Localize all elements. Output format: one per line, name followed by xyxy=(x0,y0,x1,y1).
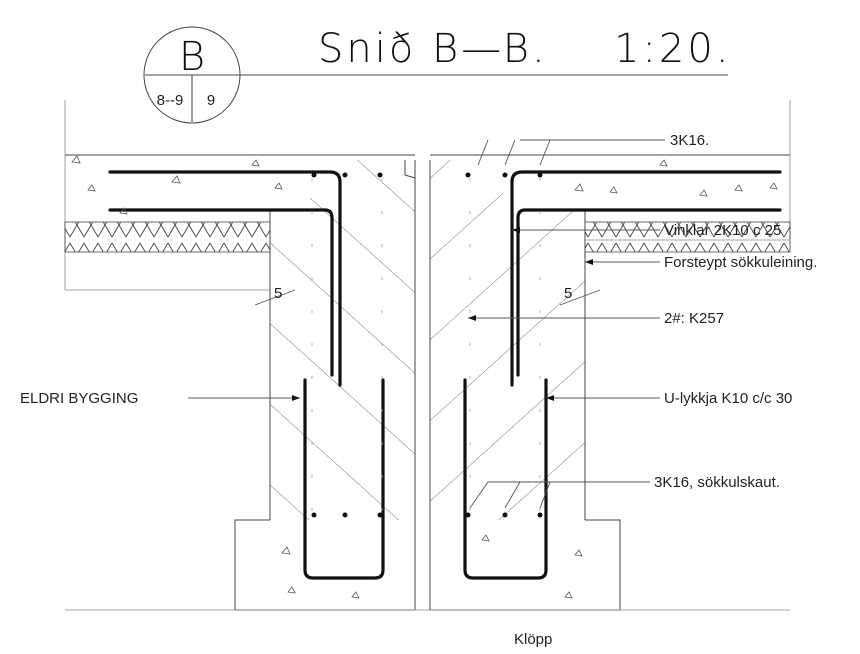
slab-outlines xyxy=(64,100,791,291)
drawing-title: Snið B—B. xyxy=(318,26,548,72)
label-rebar-bottom: 3K16, sökkulskaut. xyxy=(654,474,780,491)
left-wall xyxy=(269,160,416,610)
ref-left: 8--9 xyxy=(157,92,184,109)
leader-existing: ELDRI BYGGING xyxy=(20,390,300,407)
drawing-scale: 1:20. xyxy=(614,26,732,72)
leader-mesh: 2#: K257 xyxy=(468,310,724,327)
leader-formwork: Forsteypt sökkuleining. xyxy=(585,254,817,271)
label-existing-building: ELDRI BYGGING xyxy=(20,390,138,407)
label-angles: Vinklar 2K10 c 25 xyxy=(664,222,781,239)
label-formwork: Forsteypt sökkuleining. xyxy=(664,254,817,271)
section-letter: B xyxy=(179,34,205,80)
leader-top: 3K16. xyxy=(477,132,709,166)
leader-rebar-bottom: 3K16, sökkulskaut. xyxy=(469,474,780,509)
rebar-right xyxy=(463,170,782,580)
leader-angles: Vinklar 2K10 c 25 xyxy=(512,222,781,239)
cover-dimension-right: 5 xyxy=(559,285,601,306)
cover-right-label: 5 xyxy=(564,285,572,302)
label-u-loop: U-lykkja K10 c/c 30 xyxy=(664,390,792,407)
footing xyxy=(65,519,790,611)
ref-right: 9 xyxy=(207,92,215,109)
leader-u-loop: U-lykkja K10 c/c 30 xyxy=(546,390,792,407)
cover-dimension-left: 5 xyxy=(254,285,296,306)
section-marker: B 8--9 9 xyxy=(143,26,241,124)
cover-left-label: 5 xyxy=(274,285,282,302)
label-joint: Klöpp xyxy=(514,631,552,648)
label-mesh: 2#: K257 xyxy=(664,310,724,327)
rebar-left xyxy=(108,170,385,580)
label-rebar-top: 3K16. xyxy=(670,132,709,149)
right-wall xyxy=(429,160,586,610)
aggregate-marks xyxy=(71,155,778,599)
